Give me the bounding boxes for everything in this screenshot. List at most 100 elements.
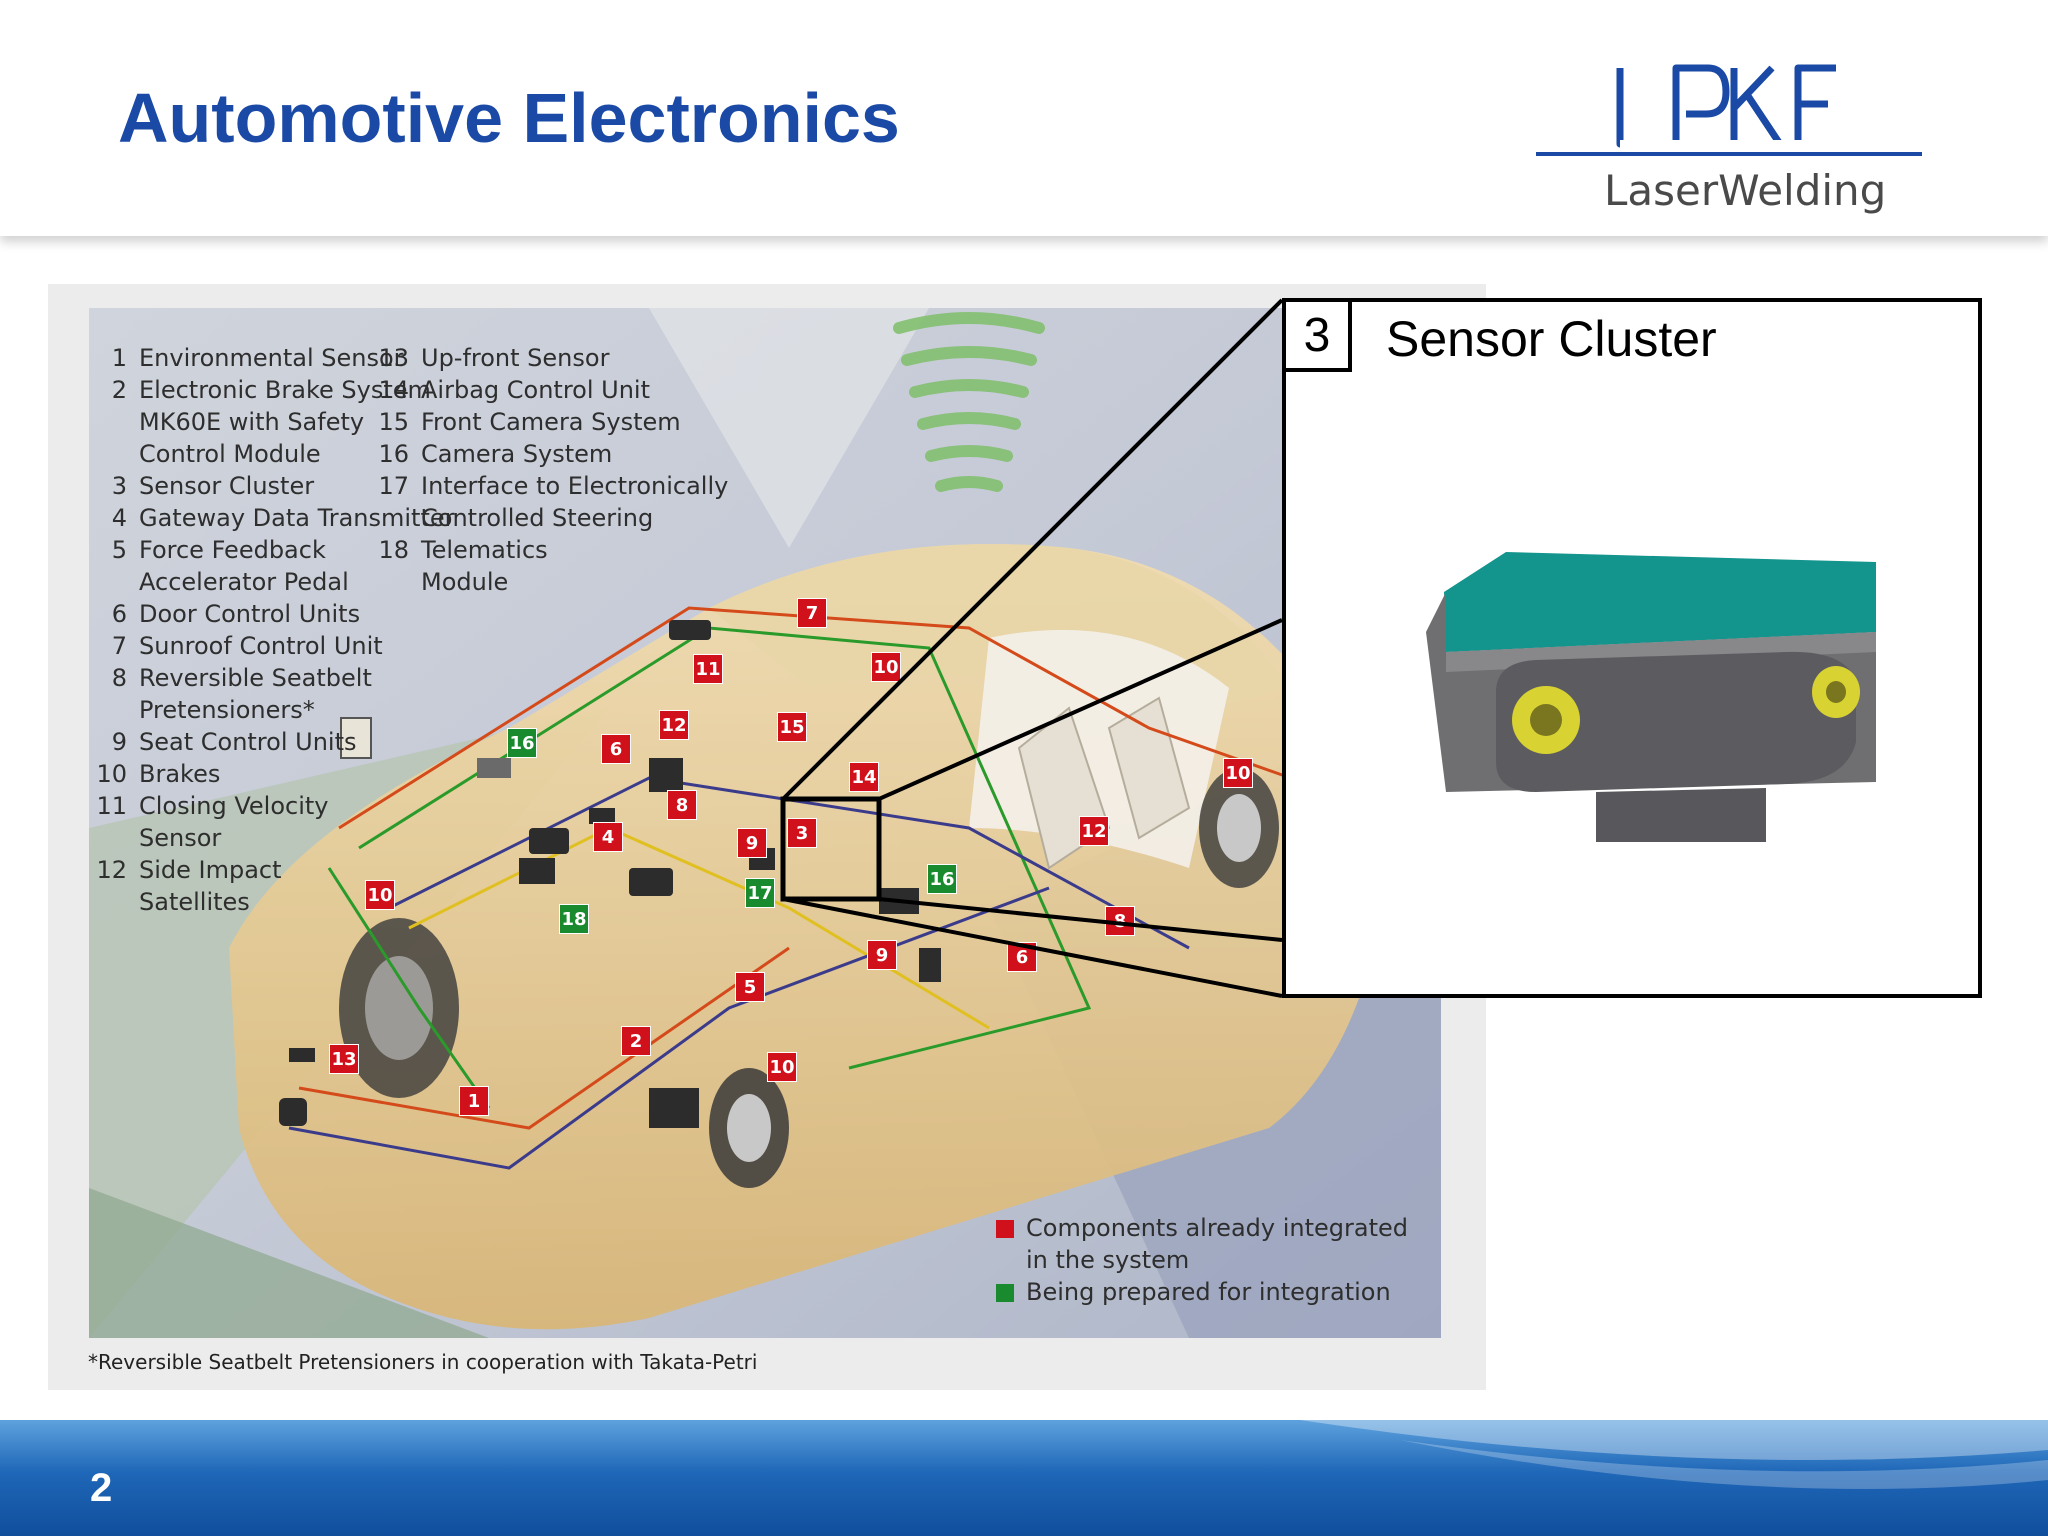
legend-item: Pretensioners* xyxy=(89,694,455,726)
page-number: 2 xyxy=(90,1466,113,1510)
legend-item-label: Control Module xyxy=(139,440,321,468)
legend-item: 18 Telematics xyxy=(371,534,728,566)
detail-title: Sensor Cluster xyxy=(1386,311,1717,367)
legend-item-label: Sensor xyxy=(139,824,222,852)
detail-number: 3 xyxy=(1286,302,1352,372)
footer-wave-graphic xyxy=(1300,1420,2048,1489)
legend-item-number: 11 xyxy=(96,792,127,820)
legend-item-number: 13 xyxy=(378,344,409,372)
component-marker-8: 8 xyxy=(667,790,697,820)
component-marker-10: 10 xyxy=(871,652,901,682)
lpkf-logo xyxy=(1536,64,1922,156)
legend-item-number xyxy=(89,886,127,918)
legend-item: 9 Seat Control Units xyxy=(89,726,455,758)
legend-item-label: Interface to Electronically xyxy=(421,472,729,500)
slide-header: Automotive Electronics LaserWelding xyxy=(0,0,2048,236)
legend-item: 14 Airbag Control Unit xyxy=(371,374,728,406)
component-marker-3: 3 xyxy=(787,818,817,848)
component-marker-1: 1 xyxy=(459,1086,489,1116)
legend-item-number: 16 xyxy=(378,440,409,468)
key-prepared: Being prepared for integration xyxy=(996,1276,1408,1308)
legend-item-number: 4 xyxy=(111,504,127,532)
legend-item-label: Gateway Data Transmitter xyxy=(139,504,455,532)
legend-item-number: 12 xyxy=(96,856,127,884)
legend-item-label: Accelerator Pedal xyxy=(139,568,349,596)
component-marker-4: 4 xyxy=(593,822,623,852)
legend-item-label: Force Feedback xyxy=(139,536,326,564)
legend-item: 5 Force Feedback xyxy=(89,534,455,566)
component-marker-2: 2 xyxy=(621,1026,651,1056)
legend-item-number: 5 xyxy=(111,536,127,564)
component-marker-16: 16 xyxy=(507,728,537,758)
legend-item-label: Module xyxy=(421,568,509,596)
legend-item-number: 1 xyxy=(111,344,127,372)
legend-item-number: 9 xyxy=(111,728,127,756)
component-marker-12: 12 xyxy=(659,710,689,740)
legend-item: Control Module xyxy=(89,438,455,470)
component-marker-17: 17 xyxy=(745,878,775,908)
legend-item: 12 Side Impact xyxy=(89,854,455,886)
legend-item-number: 8 xyxy=(111,664,127,692)
legend-item-label: Satellites xyxy=(139,888,250,916)
key-integrated-cont: in the system xyxy=(996,1244,1408,1276)
legend-item: 1 Environmental Sensor xyxy=(89,342,455,374)
legend-item-label: Environmental Sensor xyxy=(139,344,404,372)
slide-footer xyxy=(0,1420,2048,1536)
legend-item: 4 Gateway Data Transmitter xyxy=(89,502,455,534)
legend-item-number xyxy=(89,694,127,726)
legend-item-label: Side Impact xyxy=(139,856,282,884)
component-marker-9: 9 xyxy=(737,828,767,858)
legend-item-number xyxy=(371,566,409,598)
legend-item-label: Telematics xyxy=(421,536,548,564)
legend-item: Module xyxy=(371,566,728,598)
legend-item-label: Electronic Brake System xyxy=(139,376,431,404)
component-marker-15: 15 xyxy=(777,712,807,742)
component-marker-7: 7 xyxy=(797,598,827,628)
component-marker-11: 11 xyxy=(693,654,723,684)
legend-item-label: Closing Velocity xyxy=(139,792,329,820)
component-marker-8: 8 xyxy=(1105,906,1135,936)
legend-item: 10 Brakes xyxy=(89,758,455,790)
legend-item-label: Airbag Control Unit xyxy=(421,376,650,404)
legend-item-number: 14 xyxy=(378,376,409,404)
legend-item: 11 Closing Velocity xyxy=(89,790,455,822)
legend-item: 17 Interface to Electronically xyxy=(371,470,728,502)
legend-item-number: 18 xyxy=(378,536,409,564)
legend-item-label: Sunroof Control Unit xyxy=(139,632,383,660)
legend-item-number xyxy=(89,406,127,438)
legend-item-label: Brakes xyxy=(139,760,221,788)
sensor-cluster-image xyxy=(1426,552,1876,842)
component-marker-13: 13 xyxy=(329,1044,359,1074)
legend-item-label: Pretensioners* xyxy=(139,696,315,724)
key-integrated-line2: in the system xyxy=(1026,1246,1190,1274)
legend-item-label: Sensor Cluster xyxy=(139,472,315,500)
key-integrated: Components already integrated xyxy=(996,1212,1408,1244)
legend-item: Accelerator Pedal xyxy=(89,566,455,598)
legend-item-number xyxy=(89,438,127,470)
component-marker-10: 10 xyxy=(767,1052,797,1082)
legend-item-number xyxy=(371,502,409,534)
legend-item-label: Camera System xyxy=(421,440,613,468)
component-marker-14: 14 xyxy=(849,762,879,792)
component-marker-12: 12 xyxy=(1079,816,1109,846)
legend-item-number: 10 xyxy=(96,760,127,788)
component-marker-6: 6 xyxy=(601,734,631,764)
legend-item-number: 17 xyxy=(378,472,409,500)
logo-subtitle: LaserWelding xyxy=(1604,166,1887,215)
legend-item-label: Seat Control Units xyxy=(139,728,357,756)
legend-item-number xyxy=(89,822,127,854)
legend-item-label: Door Control Units xyxy=(139,600,361,628)
legend-item: Controlled Steering xyxy=(371,502,728,534)
component-marker-9: 9 xyxy=(867,940,897,970)
legend-item: Sensor xyxy=(89,822,455,854)
component-marker-10: 10 xyxy=(365,880,395,910)
